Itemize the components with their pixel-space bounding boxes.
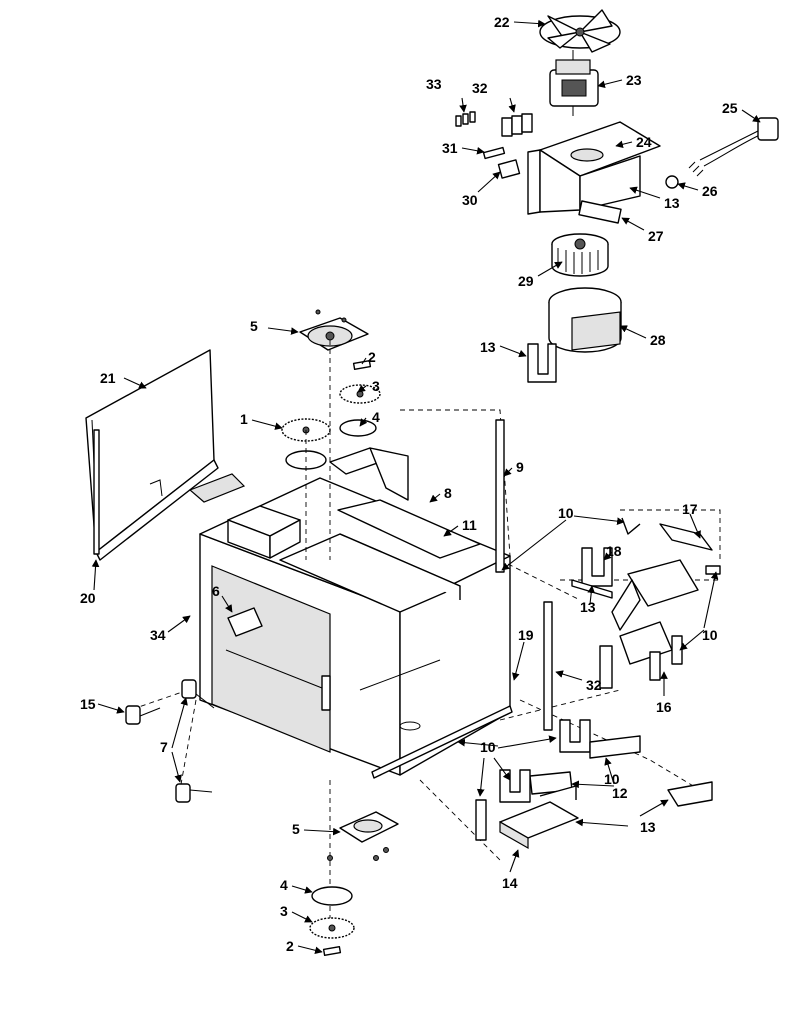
light-diffuser-part bbox=[227, 607, 263, 637]
leader-lines bbox=[91, 19, 761, 955]
side-strip-part bbox=[93, 429, 100, 555]
callout-10-lower: 10 bbox=[604, 771, 620, 787]
terminal-part bbox=[455, 111, 476, 127]
callout-30: 30 bbox=[462, 192, 478, 208]
outer-panel-part bbox=[85, 349, 219, 561]
stirrer-gear-part-bottom bbox=[309, 917, 355, 939]
callout-6: 6 bbox=[212, 583, 220, 599]
power-cord-part bbox=[688, 117, 779, 177]
callout-3-top: 3 bbox=[372, 378, 380, 394]
callout-32-top: 32 bbox=[472, 80, 488, 96]
callout-13-right: 13 bbox=[580, 599, 596, 615]
callout-23: 23 bbox=[626, 72, 642, 88]
callout-22: 22 bbox=[494, 14, 510, 30]
right-bracket-assembly bbox=[571, 517, 721, 689]
callout-15: 15 bbox=[80, 696, 96, 712]
callout-5-bottom: 5 bbox=[292, 821, 300, 837]
lamp-socket-part bbox=[125, 679, 215, 803]
callout-10-bottom: 10 bbox=[480, 739, 496, 755]
callout-8: 8 bbox=[444, 485, 452, 501]
callout-29: 29 bbox=[518, 273, 534, 289]
callout-18: 18 bbox=[606, 543, 622, 559]
stirrer-disc-part-bottom bbox=[311, 886, 353, 906]
fuse-part bbox=[482, 146, 506, 160]
callout-13-mid: 13 bbox=[480, 339, 496, 355]
callout-33: 33 bbox=[426, 76, 442, 92]
callout-1: 1 bbox=[240, 411, 248, 427]
clip-part-bottom bbox=[322, 945, 342, 957]
callout-25: 25 bbox=[722, 100, 738, 116]
fuse-holder-part bbox=[578, 200, 622, 224]
stirrer-motor-part-bottom bbox=[327, 811, 399, 861]
fan-motor-part bbox=[549, 50, 599, 116]
callout-2-bottom: 2 bbox=[286, 938, 294, 954]
callout-32-mid: 32 bbox=[586, 677, 602, 693]
callout-17: 17 bbox=[682, 501, 698, 517]
callout-12: 12 bbox=[612, 785, 628, 801]
callout-34: 34 bbox=[150, 627, 166, 643]
clip-part bbox=[352, 359, 372, 371]
fan-blade-part bbox=[539, 9, 621, 53]
callout-10-top: 10 bbox=[558, 505, 574, 521]
callout-7: 7 bbox=[160, 739, 168, 755]
callout-10-right: 10 bbox=[702, 627, 718, 643]
bottom-rail-part bbox=[371, 705, 513, 779]
waveguide-cover-part bbox=[329, 447, 409, 501]
callout-13-top: 13 bbox=[664, 195, 680, 211]
callout-4-bottom: 4 bbox=[280, 877, 288, 893]
callout-11: 11 bbox=[462, 517, 477, 533]
fan-mount-bracket-part bbox=[527, 121, 661, 215]
callout-21: 21 bbox=[100, 370, 116, 386]
blower-housing-part bbox=[548, 287, 622, 353]
callout-2-top: 2 bbox=[368, 349, 376, 365]
callout-14: 14 bbox=[502, 875, 518, 891]
callout-26: 26 bbox=[702, 183, 718, 199]
control-compartment-part bbox=[188, 473, 481, 613]
callout-3-bottom: 3 bbox=[280, 903, 288, 919]
callout-28: 28 bbox=[650, 332, 666, 348]
callout-24: 24 bbox=[636, 134, 652, 150]
lower-bracket-assembly bbox=[475, 719, 713, 850]
bracket-part-13-top bbox=[527, 343, 557, 383]
callout-20: 20 bbox=[80, 590, 96, 606]
vertical-strip-part bbox=[495, 419, 553, 731]
callout-5-top: 5 bbox=[250, 318, 258, 334]
thermal-cutout-part bbox=[665, 175, 679, 189]
callout-31: 31 bbox=[442, 140, 458, 156]
callout-19: 19 bbox=[518, 627, 534, 643]
blower-wheel-part bbox=[551, 233, 609, 277]
stirrer-motor-part-top bbox=[299, 309, 369, 351]
callout-4-top: 4 bbox=[372, 409, 380, 425]
relay-part bbox=[501, 113, 533, 137]
callout-27: 27 bbox=[648, 228, 664, 244]
callout-16: 16 bbox=[656, 699, 672, 715]
callout-9: 9 bbox=[516, 459, 524, 475]
switch-part bbox=[497, 159, 521, 179]
callout-13-bottom: 13 bbox=[640, 819, 656, 835]
callout-labels: 22 23 25 33 32 31 30 24 26 13 27 29 28 1… bbox=[80, 14, 738, 954]
